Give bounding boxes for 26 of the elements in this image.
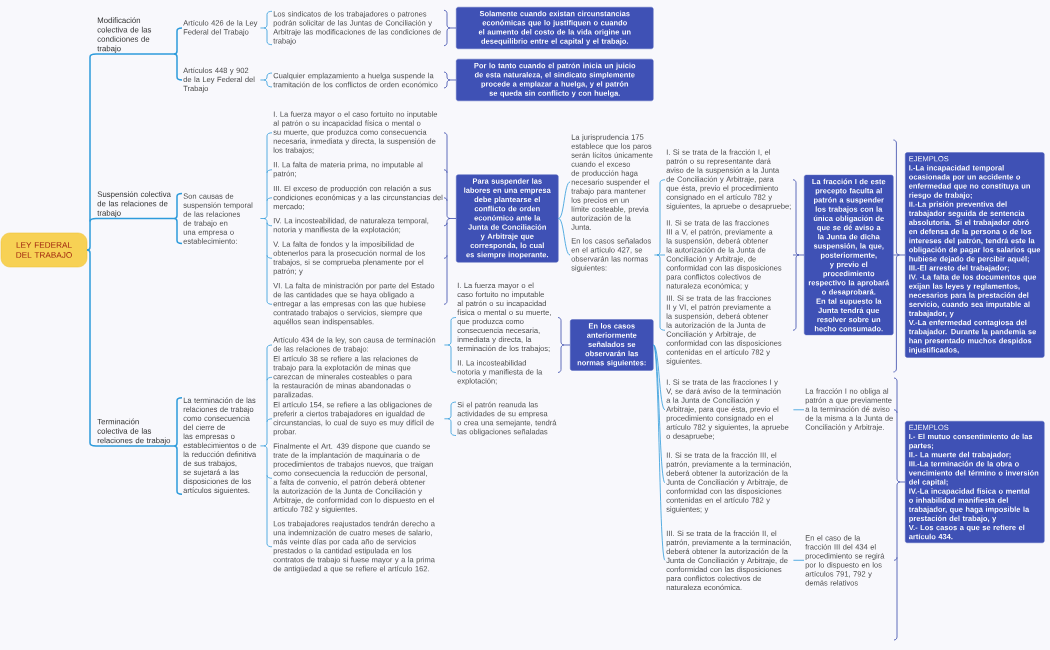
brace-connector [260,344,273,548]
connector-line [653,344,666,411]
connector-line [558,218,571,256]
brace-connector [444,317,457,373]
brace-connector [893,139,906,373]
connector-line [653,344,666,561]
brace-connector [654,179,666,331]
brace-connector [260,10,273,46]
brace-connector [792,179,805,331]
brace-connector [444,401,457,436]
brace-connector [95,396,183,495]
brace-connector [443,132,457,305]
connector-line [793,559,805,561]
connector-line [653,344,666,484]
brace-connector [260,132,273,305]
connector-line [558,181,571,219]
brace-connector [260,72,273,88]
brace-connector [557,317,571,373]
brace-connector [893,377,906,641]
connector-line [793,409,805,411]
title-box: LEY FEDERAL DEL TRABAJO [0,232,88,268]
brace-connector [95,192,183,245]
brace-connector [95,27,183,81]
brace-connector [86,53,97,447]
brace-connector [443,71,457,89]
brace-connector [443,9,457,47]
